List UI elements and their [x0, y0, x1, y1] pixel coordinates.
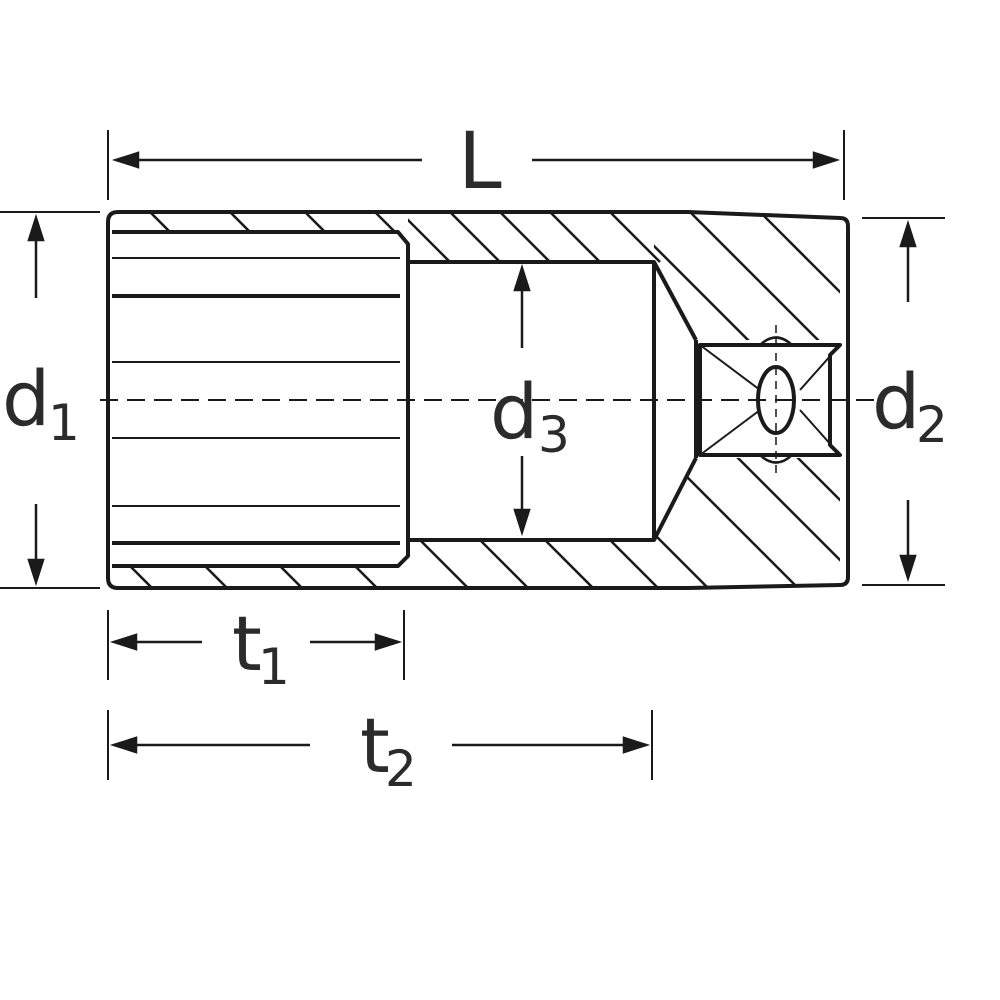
outer-contour [106, 210, 850, 590]
label-d1: d 1 [2, 354, 80, 452]
drive-bore-flutes [112, 257, 400, 545]
svg-text:1: 1 [258, 638, 290, 696]
svg-text:t: t [360, 701, 390, 790]
label-t2: t 2 [360, 701, 417, 798]
svg-text:3: 3 [538, 406, 570, 464]
svg-text:d: d [490, 367, 538, 456]
label-t1: t 1 [232, 599, 290, 696]
dimension-labels: L d 1 d 2 d 3 t 1 t 2 [2, 117, 948, 798]
label-length: L [458, 117, 502, 207]
svg-text:2: 2 [916, 396, 948, 454]
svg-text:1: 1 [48, 394, 80, 452]
extension-lines [0, 130, 945, 780]
label-d2: d 2 [872, 357, 948, 454]
svg-text:d: d [872, 357, 920, 446]
section-hatching [129, 212, 840, 588]
dimension-arrows [27, 151, 917, 754]
svg-text:d: d [2, 354, 50, 443]
svg-text:2: 2 [385, 740, 417, 798]
svg-text:t: t [232, 599, 262, 688]
label-d3: d 3 [490, 367, 570, 464]
